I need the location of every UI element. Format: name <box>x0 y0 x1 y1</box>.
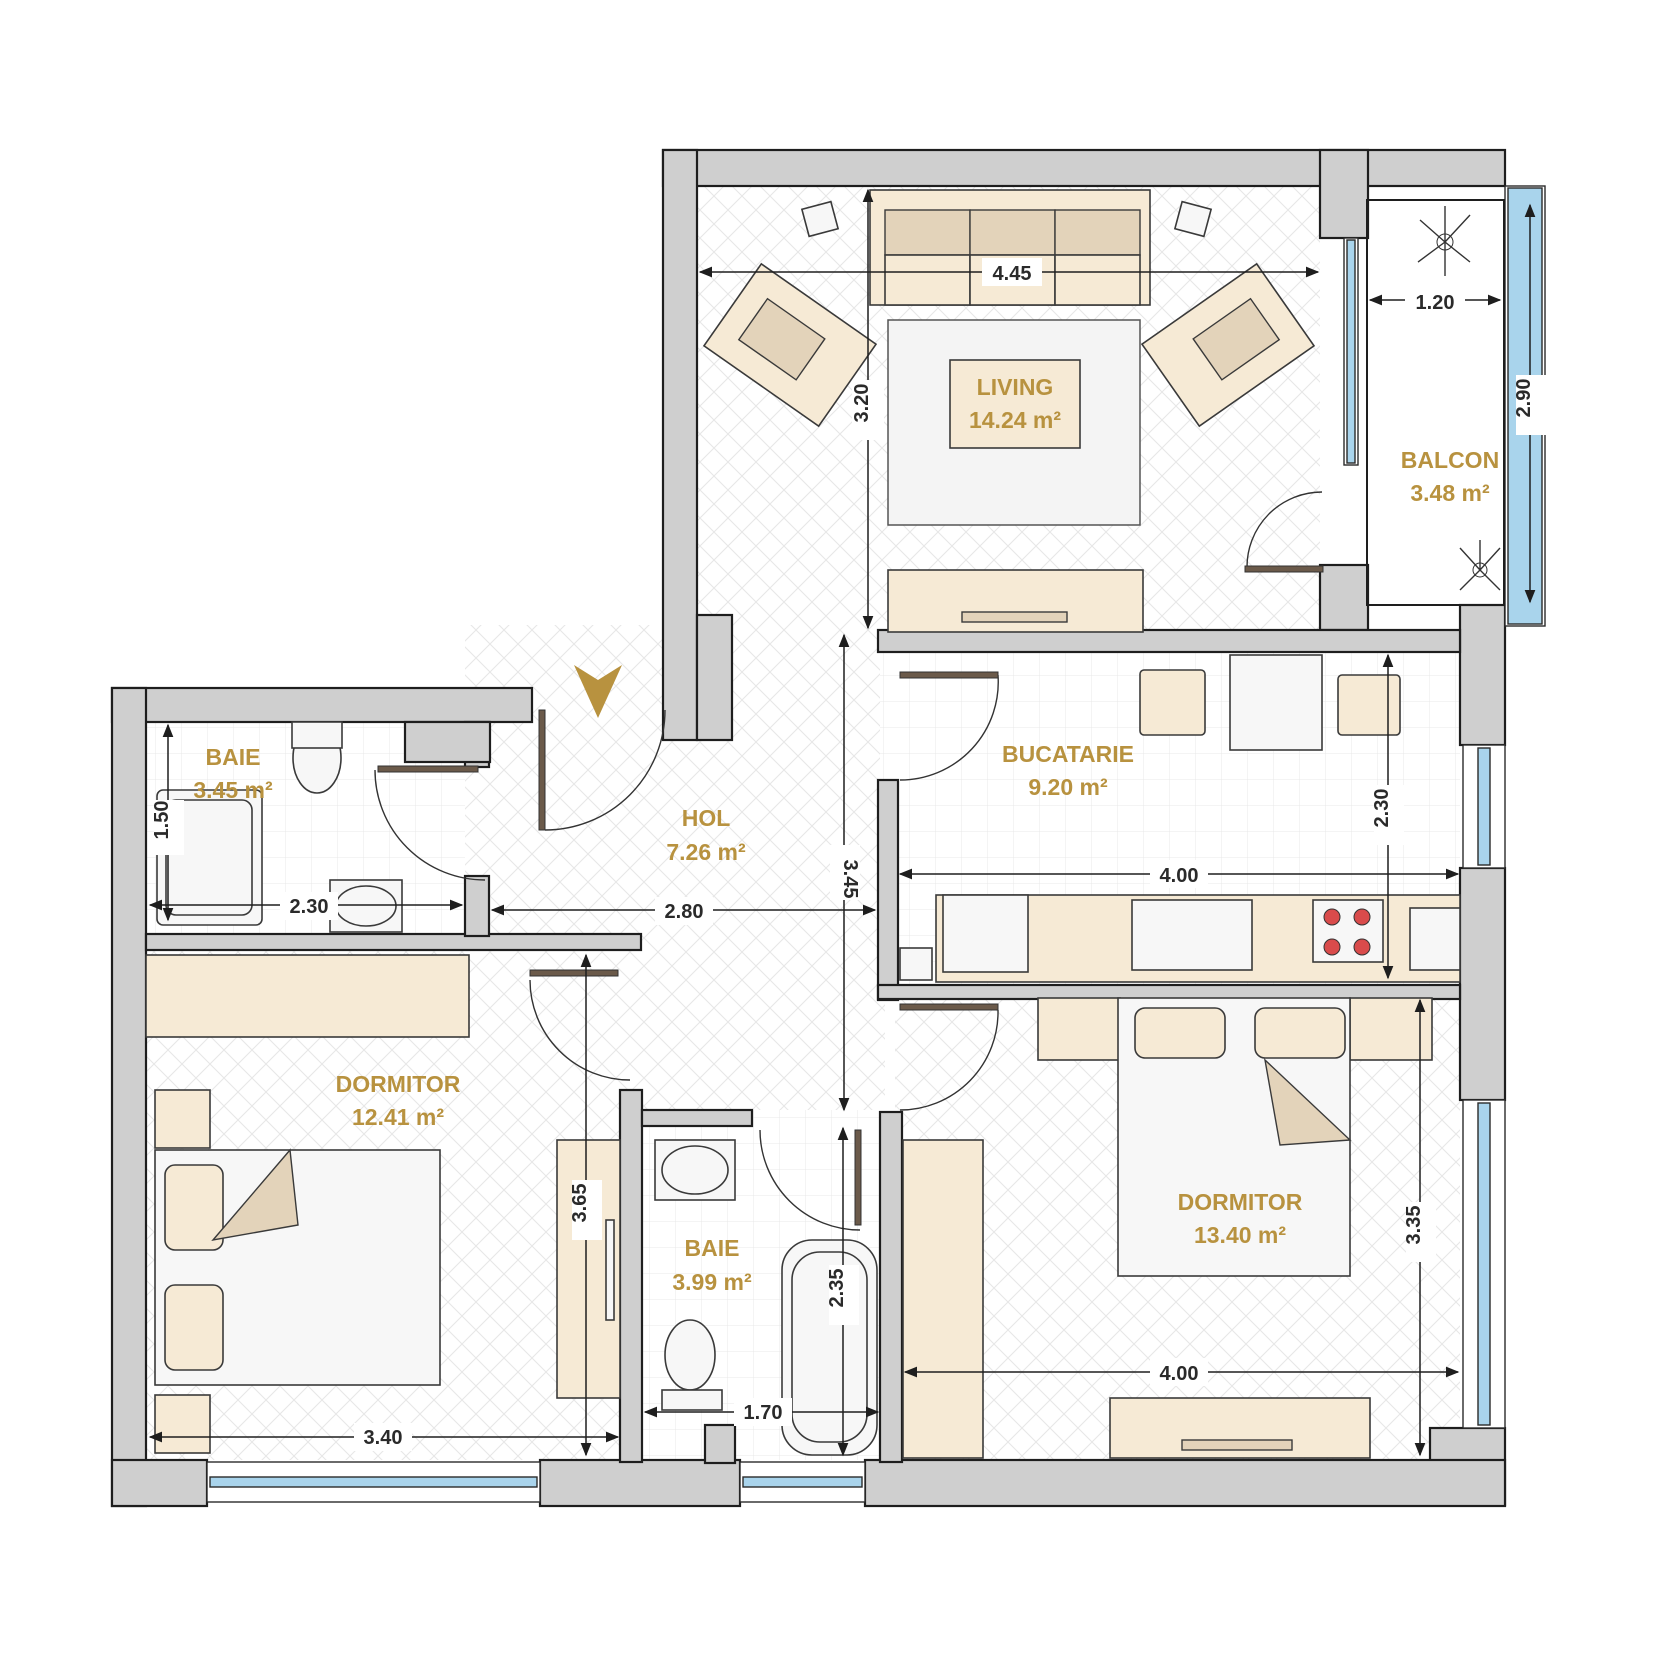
dim-baie2-depth: 2.35 <box>826 1269 848 1308</box>
dim-dormitor2-depth: 3.35 <box>1403 1206 1425 1245</box>
doors <box>374 491 1324 1231</box>
baie2-furniture <box>654 1139 878 1456</box>
dim-dormitor1-depth: 3.65 <box>569 1184 591 1223</box>
baie1-furniture <box>156 721 403 933</box>
room-area-balcon: 3.48 m² <box>1410 480 1490 506</box>
room-area-baie1: 3.45 m² <box>193 777 273 803</box>
walls <box>110 148 1507 1508</box>
living-furniture <box>702 189 1316 633</box>
dim-dormitor1-width: 3.40 <box>364 1427 403 1449</box>
dim-hol-width: 2.80 <box>665 901 704 923</box>
dim-balcon-depth: 2.90 <box>1513 379 1535 418</box>
windows <box>206 185 1546 1503</box>
dim-bucatarie-width: 4.00 <box>1160 865 1199 887</box>
dim-hol-depth: 3.45 <box>839 860 861 899</box>
room-area-dormitor1: 12.41 m² <box>352 1104 444 1130</box>
dim-living-width: 4.45 <box>993 263 1032 285</box>
room-area-bucatarie: 9.20 m² <box>1028 774 1108 800</box>
room-area-baie2: 3.99 m² <box>672 1269 752 1295</box>
room-name-living: LIVING <box>977 374 1054 400</box>
room-name-dormitor1: DORMITOR <box>336 1071 461 1097</box>
room-name-balcon: BALCON <box>1401 447 1499 473</box>
dim-living-depth: 3.20 <box>851 384 873 423</box>
room-area-hol: 7.26 m² <box>666 839 746 865</box>
entrance-arrow-icon <box>574 665 622 718</box>
dim-baie1-width: 2.30 <box>290 896 329 918</box>
room-name-baie1: BAIE <box>206 744 261 770</box>
room-labels: LIVING 14.24 m² BALCON 3.48 m² BAIE 3.45… <box>193 374 1499 1295</box>
room-area-dormitor2: 13.40 m² <box>1194 1222 1286 1248</box>
room-name-dormitor2: DORMITOR <box>1178 1189 1303 1215</box>
dim-bucatarie-depth: 2.30 <box>1371 789 1393 828</box>
dim-balcon-width: 1.20 <box>1416 292 1455 314</box>
room-name-hol: HOL <box>682 805 731 831</box>
dormitor2-furniture <box>902 997 1433 1459</box>
balcony-outline <box>1366 199 1505 606</box>
dimension-labels: 4.45 3.20 1.20 2.90 2.30 1.50 2.80 3.45 … <box>151 258 1546 1451</box>
room-area-living: 14.24 m² <box>969 407 1061 433</box>
plant-icon <box>1417 206 1501 591</box>
dim-dormitor2-width: 4.00 <box>1160 1363 1199 1385</box>
room-name-baie2: BAIE <box>685 1235 740 1261</box>
room-name-bucatarie: BUCATARIE <box>1002 741 1134 767</box>
dim-baie1-depth: 1.50 <box>151 801 173 840</box>
dim-baie2-width: 1.70 <box>744 1402 783 1424</box>
bucatarie-furniture <box>899 654 1461 983</box>
